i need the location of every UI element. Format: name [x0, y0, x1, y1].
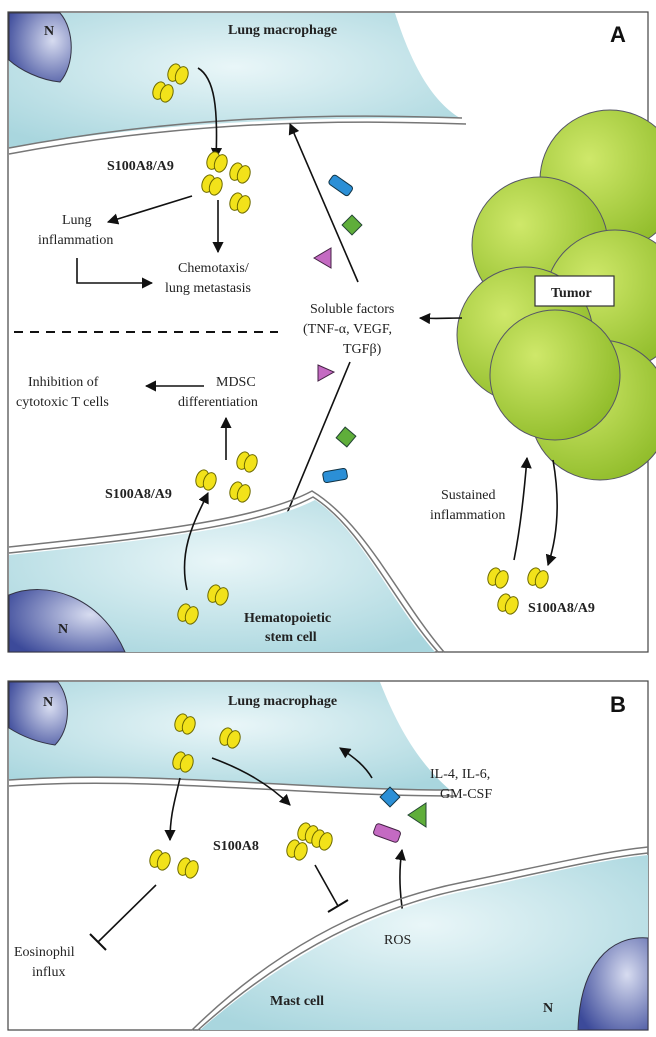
nucleus-bottom-label-b: N: [543, 1001, 553, 1016]
release-arrow-b-left: [164, 777, 181, 842]
factor-to-macrophage-arrow: [288, 122, 359, 283]
release-arrow: [197, 67, 223, 160]
inhibition-label-2: cytotoxic T cells: [16, 395, 109, 410]
factor-green-icon: [407, 802, 427, 828]
inhibit-eosinophil-bar: [89, 933, 107, 951]
il-label-1: IL-4, IL-6,: [430, 767, 490, 782]
inhibit-mast-bar: [327, 899, 349, 913]
lung-inflammation-label-1: Lung: [62, 213, 92, 228]
panel-letter-b: B: [610, 692, 626, 717]
feedback-down-arrow: [545, 459, 558, 567]
eosinophil-label-1: Eosinophil: [14, 945, 75, 960]
mdsc-label-2: differentiation: [178, 395, 258, 410]
factor-blue-icon: [328, 174, 354, 197]
nucleus-bottom-b: [577, 937, 649, 1031]
s100-right-label: S100A8/A9: [528, 601, 595, 616]
tumor-label: Tumor: [551, 286, 592, 301]
inhibit-eosinophil-line: [97, 884, 157, 943]
lung-macrophage-label: Lung macrophage: [228, 23, 337, 38]
sustained-label-2: inflammation: [430, 508, 505, 523]
factor-pink-icon: [313, 247, 332, 269]
s100-mid-label: S100A8/A9: [105, 487, 172, 502]
tumor-label-box: [534, 275, 615, 307]
lung-macrophage-cell: [9, 13, 460, 148]
panel-a: N Lung macrophage A S100A8/A9 Lung infla…: [7, 11, 656, 653]
chemotaxis-label-2: lung metastasis: [165, 281, 251, 296]
factor-pink-icon: [317, 364, 336, 382]
mdsc-label-1: MDSC: [216, 375, 256, 390]
soluble-factors-label-3: TGFβ): [343, 342, 382, 357]
lung-inflammation-label-2: inflammation: [38, 233, 113, 248]
mast-cell-label: Mast cell: [270, 994, 324, 1009]
eosinophil-label-2: influx: [32, 965, 65, 980]
inhibit-mast-line: [314, 864, 339, 907]
nucleus-top-b: [8, 681, 68, 746]
nucleus-bottom-label: N: [58, 622, 68, 637]
nucleus-top-a: [8, 12, 72, 83]
sustained-label-1: Sustained: [441, 488, 495, 503]
nucleus-label-b: N: [43, 695, 53, 710]
factor-green-icon: [341, 214, 363, 236]
release-arrow-b-right: [211, 757, 291, 806]
panel-b: N Lung macrophage B S100A8 Eosinophil in…: [7, 680, 649, 1031]
factor-pink-icon: [373, 823, 401, 843]
hsc-label-2: stem cell: [265, 630, 317, 645]
inhibition-label-1: Inhibition of: [28, 375, 99, 390]
hsc-label-1: Hematopoietic: [244, 611, 331, 626]
nucleus-label: N: [44, 24, 54, 39]
mast-cell: [200, 855, 648, 1030]
s100a8-label: S100A8: [213, 839, 259, 854]
nucleus-bottom-a: [8, 589, 126, 653]
soluble-factors-label-1: Soluble factors: [310, 302, 394, 317]
factor-to-hsc-arrow: [276, 361, 351, 537]
soluble-factors-label-2: (TNF-α, VEGF,: [303, 322, 392, 337]
s100-top-label: S100A8/A9: [107, 159, 174, 174]
ros-label: ROS: [384, 933, 411, 948]
il-label-2: GM-CSF: [440, 787, 492, 802]
factor-to-macrophage-arrow-b: [339, 747, 373, 779]
chemotaxis-label-1: Chemotaxis/: [178, 261, 249, 276]
to-inflammation-arrow: [106, 195, 193, 225]
panel-letter-a: A: [610, 22, 626, 47]
hematopoietic-stem-cell: [9, 500, 435, 652]
factor-green-icon: [335, 426, 357, 448]
lung-macrophage-label-b: Lung macrophage: [228, 694, 337, 709]
inflammation-to-metastasis-arrow: [76, 258, 154, 289]
feedback-up-arrow: [513, 456, 532, 561]
factor-blue-icon: [322, 467, 348, 484]
hsc-release-arrow: [183, 491, 209, 591]
factor-blue-icon: [379, 786, 401, 808]
